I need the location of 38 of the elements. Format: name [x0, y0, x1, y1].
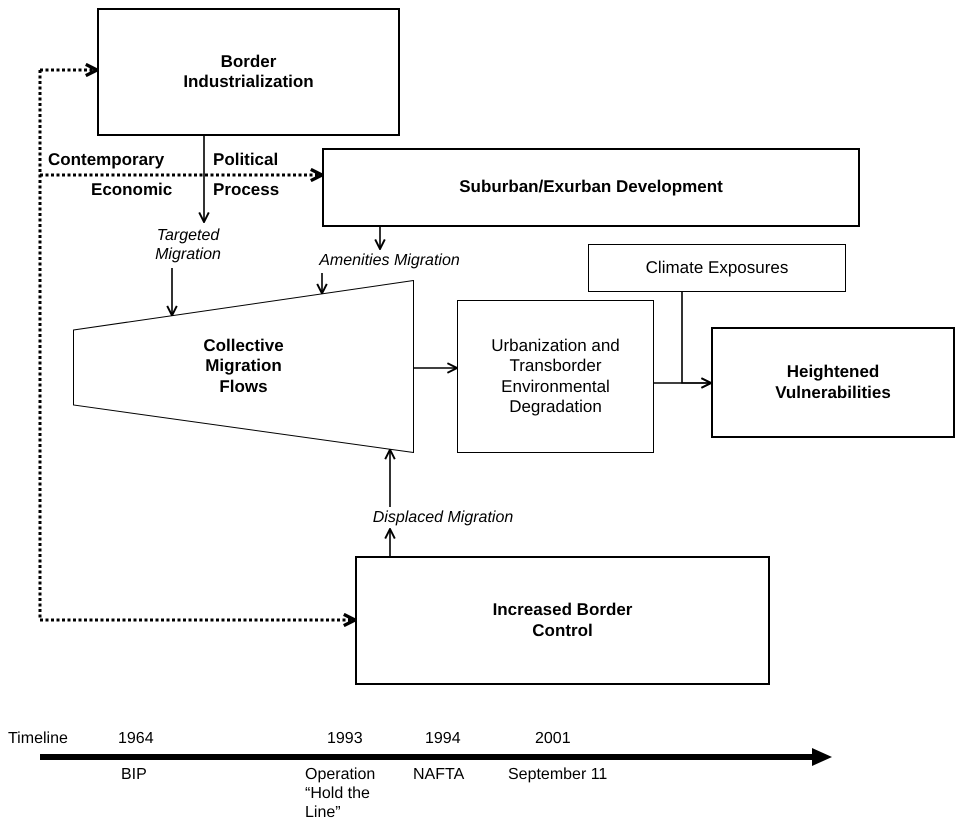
migration-label: Displaced Migration: [345, 507, 541, 529]
arrow: [384, 528, 396, 556]
arrow: [40, 168, 324, 182]
process-box: [711, 327, 955, 438]
box-label: Collective Migration Flows: [202, 336, 285, 398]
year-label: 1964: [118, 729, 154, 748]
process-box: [355, 556, 770, 685]
event-label: BIP: [121, 765, 147, 784]
arrow: [198, 136, 210, 223]
box-label: Border Industrialization: [182, 52, 315, 92]
year-label: 2001: [535, 729, 571, 748]
arrow: [38, 70, 357, 628]
process-box: [457, 300, 654, 453]
timeline-title: Timeline: [8, 729, 68, 748]
migration-label: Targeted Migration: [120, 222, 256, 268]
trapezoid-shape: [73, 280, 414, 453]
arrow: [384, 448, 396, 507]
event-label: September 11: [508, 765, 608, 784]
box-label: Increased Border Control: [492, 600, 634, 641]
year-label: 1993: [327, 729, 363, 748]
arrow: [166, 268, 178, 316]
arrow: [316, 273, 328, 294]
box-label: Suburban/Exurban Development: [459, 177, 723, 198]
process-box: [322, 148, 860, 227]
process-label: Contemporary: [48, 150, 164, 170]
arrow: [374, 227, 386, 250]
box-label: Heightened Vulnerabilities: [774, 362, 892, 403]
event-label: NAFTA: [413, 765, 464, 784]
arrow: [40, 62, 99, 78]
arrow: [414, 362, 458, 374]
process-box: [97, 8, 400, 136]
arrow: [681, 292, 712, 389]
process-box: [588, 244, 846, 292]
year-label: 1994: [425, 729, 461, 748]
box-label: Urbanization and Transborder Environmental Degradation: [490, 336, 621, 418]
box-label: Climate Exposures: [646, 258, 788, 278]
event-label: Operation “Hold the Line”: [305, 765, 376, 823]
migration-label: Amenities Migration: [292, 249, 487, 273]
